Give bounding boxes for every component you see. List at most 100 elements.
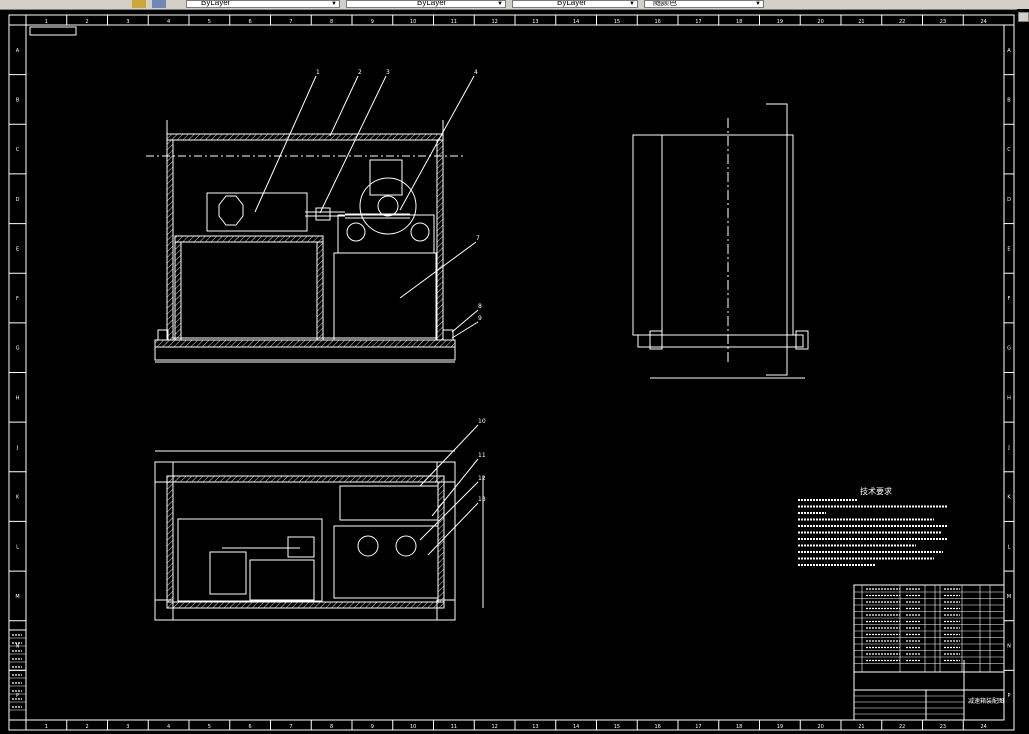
part-label: 12 — [478, 475, 486, 482]
cad-drawing-canvas[interactable]: 1122334455667788991010111112121313141415… — [0, 9, 1029, 734]
border-letter: H — [1007, 395, 1011, 401]
leader-line — [427, 502, 479, 556]
border-letter: J — [16, 445, 18, 451]
chevron-down-icon: ▼ — [331, 1, 337, 7]
border-number: 7 — [289, 19, 292, 25]
border-number: 21 — [858, 724, 864, 730]
border-number: 17 — [695, 724, 701, 730]
part-label: 2 — [358, 69, 362, 76]
layer-manager-icon[interactable] — [132, 0, 146, 8]
leader-line — [319, 75, 387, 214]
border-letter: D — [16, 197, 20, 203]
border-number: 18 — [736, 19, 742, 25]
border-number: 2 — [86, 724, 89, 730]
tech-req-lines — [798, 499, 948, 566]
leader-line — [419, 424, 479, 487]
border-number: 6 — [249, 724, 252, 730]
border-number: 5 — [208, 724, 211, 730]
border-letter: N — [1007, 644, 1011, 650]
border-number: 8 — [330, 724, 333, 730]
border-letter: P — [16, 693, 19, 699]
chevron-down-icon: ▼ — [497, 1, 503, 7]
border-number: 2 — [86, 19, 89, 25]
border-number: 23 — [940, 19, 946, 25]
border-number: 1 — [45, 724, 48, 730]
layer-stack-icon[interactable] — [152, 0, 166, 8]
border-number: 11 — [451, 724, 457, 730]
border-letter: F — [1008, 296, 1011, 302]
border-letter: J — [1007, 445, 1009, 451]
border-number: 23 — [940, 724, 946, 730]
border-letter: G — [1007, 346, 1011, 352]
border-number: 9 — [371, 724, 374, 730]
border-letter: D — [1007, 197, 1011, 203]
border-number: 12 — [491, 724, 497, 730]
part-label: 11 — [478, 452, 486, 459]
border-number: 8 — [330, 19, 333, 25]
border-number: 22 — [899, 724, 905, 730]
border-letter: H — [16, 395, 20, 401]
border-number: 16 — [654, 724, 660, 730]
leader-line — [451, 321, 479, 339]
border-ticks-top: 1122334455667788991010111112121313141415… — [25, 15, 987, 730]
border-letter: M — [15, 594, 19, 600]
border-letter: C — [16, 147, 20, 153]
border-number: 4 — [167, 724, 170, 730]
border-number: 6 — [249, 19, 252, 25]
border-number: 22 — [899, 19, 905, 25]
border-number: 10 — [410, 19, 416, 25]
border-number: 1 — [45, 19, 48, 25]
border-letter: B — [16, 97, 20, 103]
leader-line — [431, 458, 479, 517]
part-label: 3 — [386, 69, 390, 76]
border-letter: P — [1007, 693, 1010, 699]
properties-toolbar: ByLayer ▼ ByLayer ▼ ByLayer ▼ 随颜色 ▼ — [0, 0, 1029, 10]
lineweight-combo[interactable]: ByLayer ▼ — [512, 0, 638, 8]
plotstyle-combo[interactable]: 随颜色 ▼ — [644, 0, 764, 8]
leader-line — [329, 75, 359, 137]
left-border-tabs — [8, 629, 27, 721]
linetype-combo-value: ByLayer — [417, 0, 447, 7]
border-letter: M — [1007, 594, 1011, 600]
leader-line — [399, 75, 475, 211]
border-letter: G — [16, 346, 20, 352]
part-label: 9 — [478, 315, 482, 322]
lineweight-combo-value: ByLayer — [557, 0, 587, 7]
border-number: 12 — [491, 19, 497, 25]
side-view — [632, 103, 809, 379]
leader-line — [419, 481, 479, 541]
border-number: 24 — [980, 19, 986, 25]
border-letter: A — [16, 48, 20, 54]
part-label: 1 — [316, 69, 320, 76]
border-letter: F — [16, 296, 19, 302]
border-number: 19 — [777, 19, 783, 25]
plotstyle-combo-value: 随颜色 — [653, 0, 677, 7]
border-number: 17 — [695, 19, 701, 25]
title-block-rows — [854, 585, 1004, 720]
linetype-combo[interactable]: ByLayer ▼ — [346, 0, 506, 8]
border-letter: B — [1007, 97, 1011, 103]
part-label: 8 — [478, 303, 482, 310]
border-number: 15 — [614, 19, 620, 25]
leader-line — [254, 75, 317, 213]
border-number: 14 — [573, 724, 579, 730]
border-number: 20 — [817, 19, 823, 25]
color-combo-value: ByLayer — [201, 0, 231, 7]
color-combo[interactable]: ByLayer ▼ — [186, 0, 340, 8]
border-number: 16 — [654, 19, 660, 25]
border-number: 7 — [289, 724, 292, 730]
border-number: 10 — [410, 724, 416, 730]
leader-line — [399, 241, 477, 299]
title-block: 减速箱装配图 — [853, 584, 1005, 721]
border-number: 13 — [532, 724, 538, 730]
border-letter: A — [1007, 48, 1011, 54]
chevron-down-icon: ▼ — [755, 1, 761, 7]
border-number: 3 — [126, 724, 129, 730]
border-number: 13 — [532, 19, 538, 25]
border-number: 15 — [614, 724, 620, 730]
